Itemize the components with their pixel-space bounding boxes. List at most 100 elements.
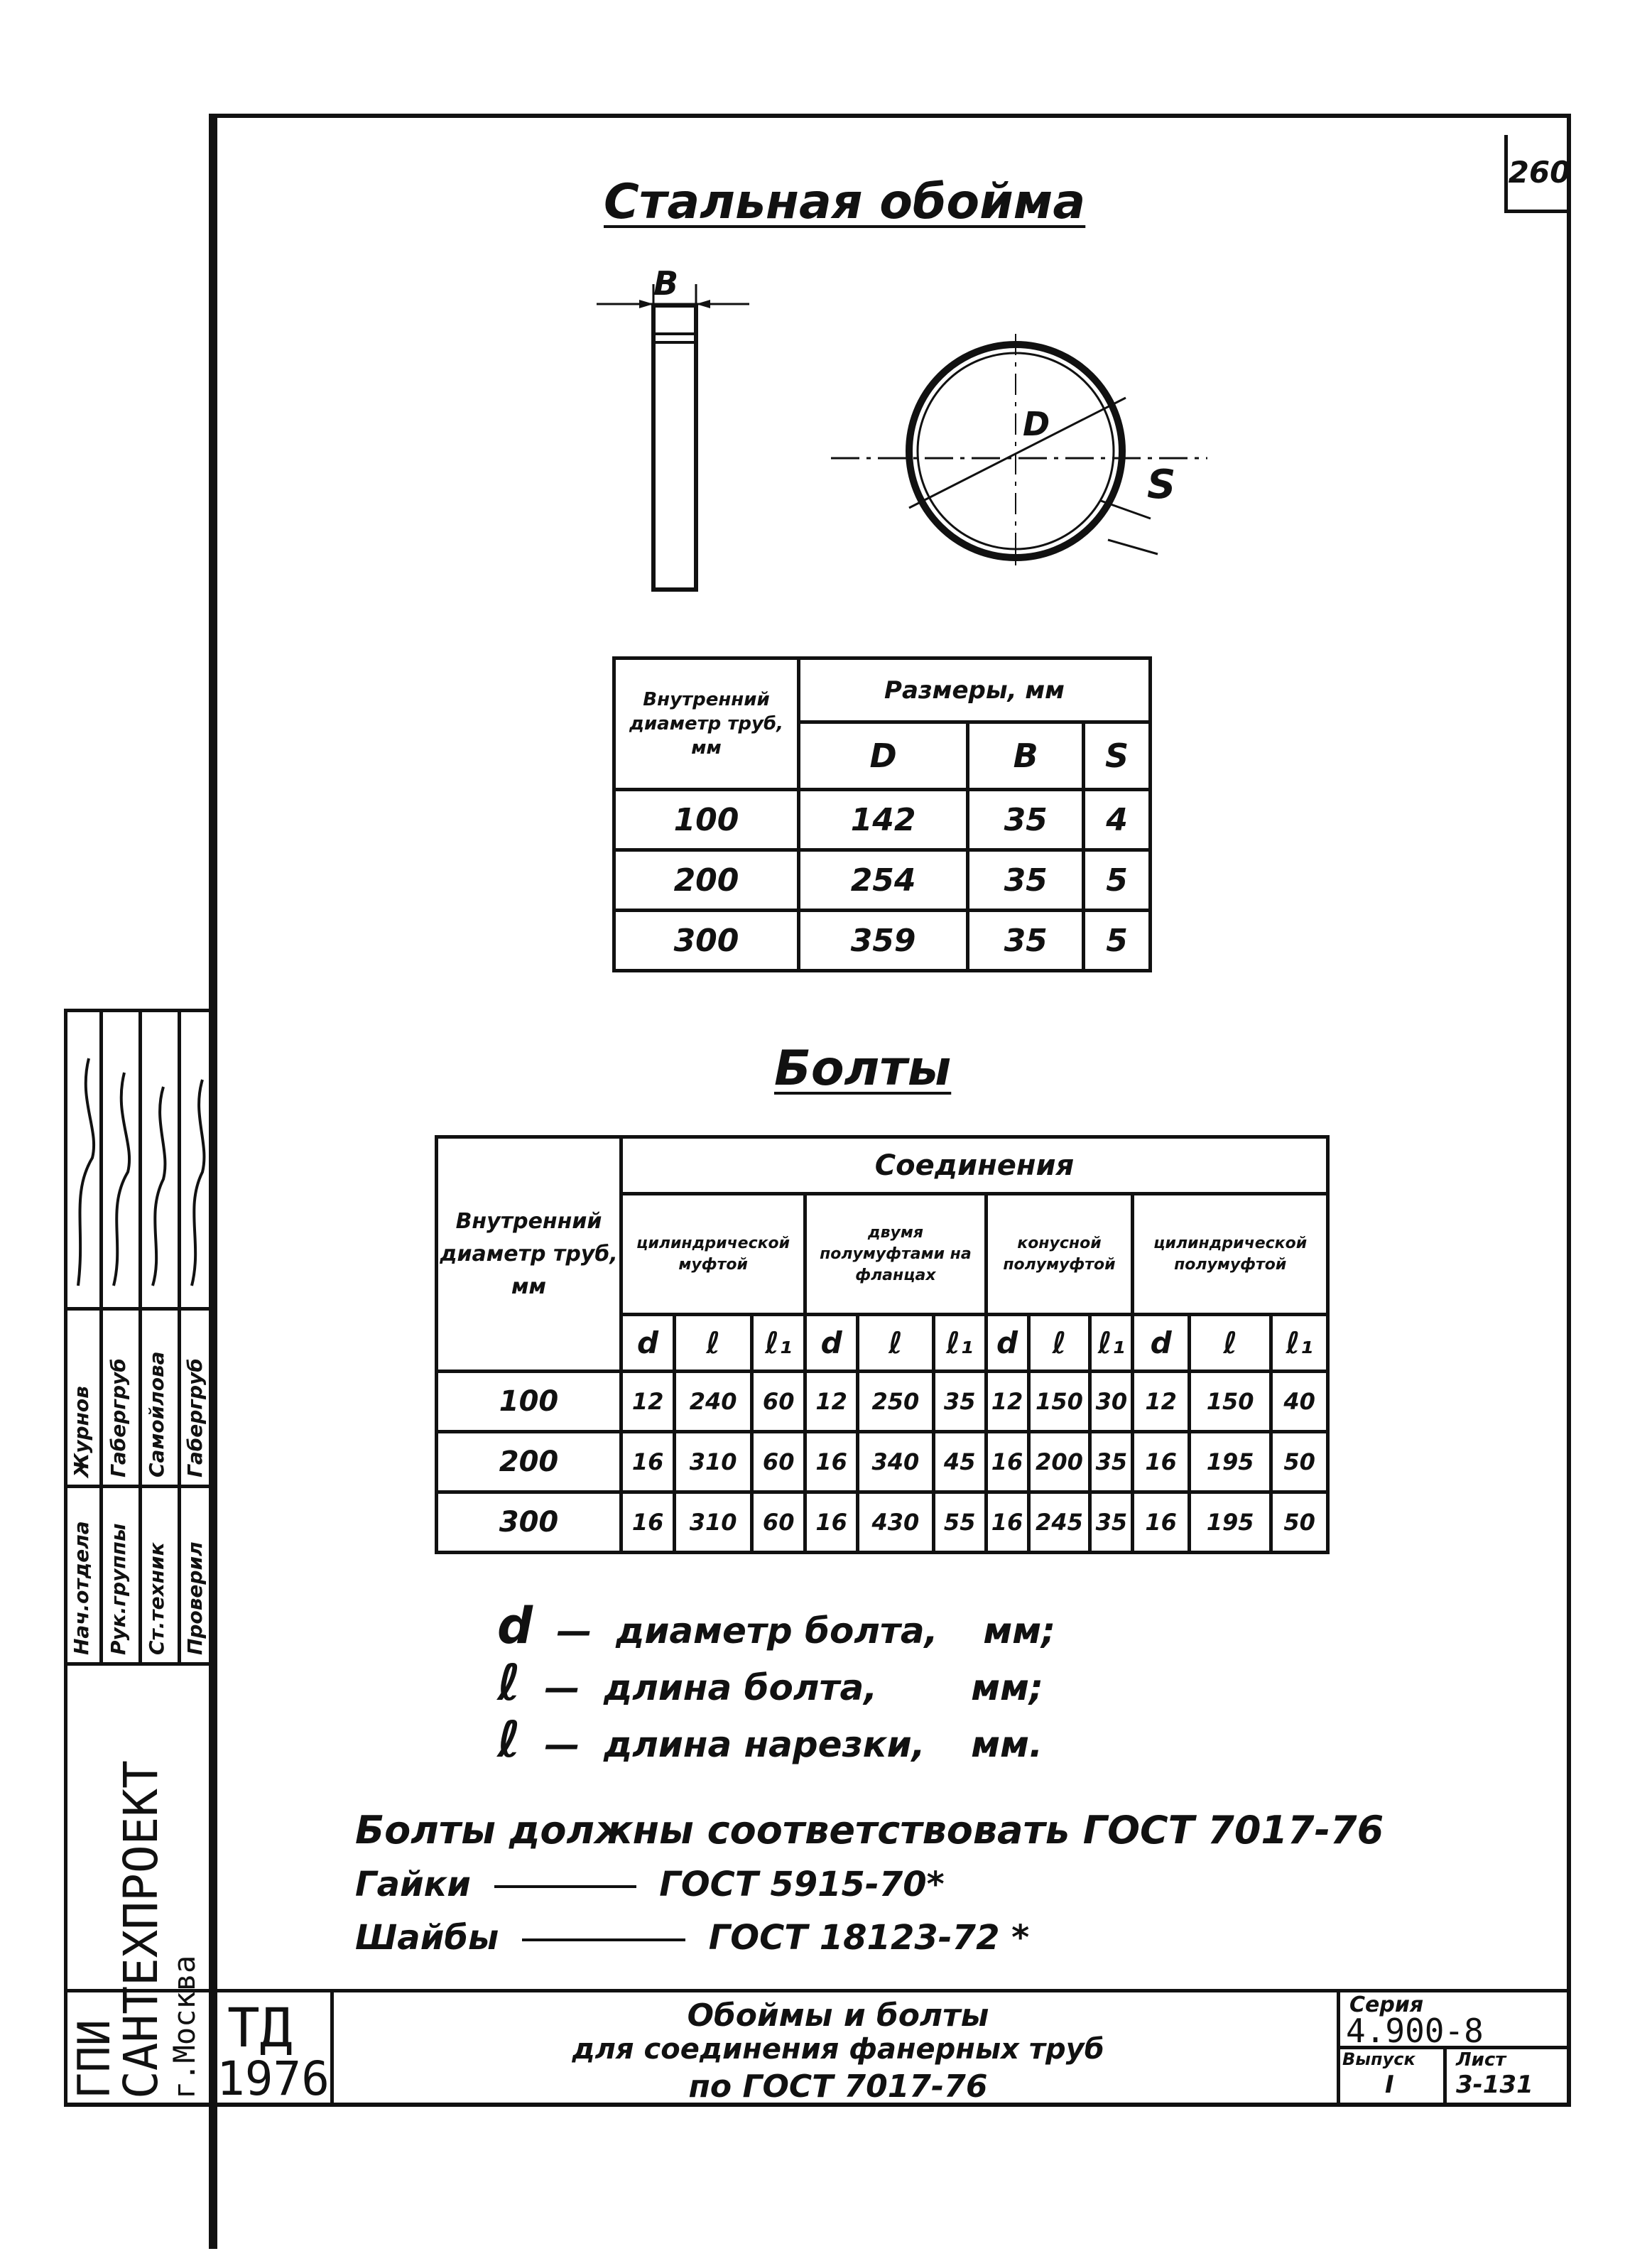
ring-table-header-diameter: Внутренний диаметр труб, мм — [612, 656, 800, 791]
title-block-top-rule — [64, 1989, 1571, 1992]
table-cell: 35 — [931, 1370, 988, 1433]
table-cell: 16 — [619, 1430, 677, 1494]
table-row: 100 142 35 4 — [612, 788, 1152, 852]
table-row: 200 254 35 5 — [612, 848, 1152, 912]
ring-front-view — [831, 334, 1207, 568]
table-cell: 12 — [619, 1370, 677, 1433]
table-cell: 254 — [796, 848, 970, 912]
ring-label-s: S — [1147, 462, 1176, 508]
ring-side-view — [597, 284, 749, 592]
table-cell: 16 — [803, 1430, 859, 1494]
drawing-title-line2: для соединения фанерных труб — [572, 2033, 1104, 2066]
stamp-divider — [64, 1662, 213, 1666]
legend-item: ℓ — длина болта, мм; — [497, 1654, 1043, 1712]
legend-symbol: ℓ — [497, 1654, 521, 1712]
table-cell: 50 — [1269, 1490, 1330, 1554]
org-name-line1: ГПИ — [68, 2019, 120, 2099]
table-cell: 430 — [855, 1490, 935, 1554]
table-cell: 310 — [673, 1430, 754, 1494]
org-name-line2: САНТЕХПРОЕКТ — [114, 1760, 168, 2099]
table-cell: 300 — [435, 1490, 623, 1554]
bolts-group-header: цилиндрической полумуфтой — [1131, 1192, 1330, 1316]
table-cell: 240 — [673, 1370, 754, 1433]
ring-table-subheader: B — [966, 720, 1086, 791]
bolts-subheader: ℓ₁ — [931, 1313, 988, 1373]
bolts-group-header: цилиндрической муфтой — [619, 1192, 808, 1316]
signature-name: Самойлова — [145, 1351, 168, 1477]
legend-dash: — — [544, 1724, 580, 1765]
standards-nuts-label: Гайки — [355, 1865, 471, 1904]
bolts-group-header: конусной полумуфтой — [984, 1192, 1135, 1316]
stamp-divider — [138, 1009, 142, 1662]
series-value: 4.900-8 — [1346, 2012, 1484, 2050]
drawing-title-line3: по ГОСТ 7017-76 — [688, 2068, 988, 2105]
stamp-year: 1976 — [217, 2051, 330, 2106]
table-cell: 30 — [1088, 1370, 1135, 1433]
table-cell: 4 — [1082, 788, 1152, 852]
table-cell: 5 — [1082, 909, 1152, 972]
legend-text: диаметр болта, — [615, 1610, 938, 1652]
bolts-subheader: ℓ₁ — [750, 1313, 808, 1373]
legend-dash: — — [556, 1610, 592, 1652]
sheet-number: 260 — [1504, 135, 1571, 213]
ring-label-b: B — [653, 264, 679, 303]
drawing-title-line1: Обоймы и болты — [687, 1997, 989, 2034]
table-cell: 300 — [612, 909, 800, 972]
title-block-divider — [1337, 2046, 1571, 2049]
legend-unit: мм; — [971, 1667, 1044, 1708]
table-cell: 16 — [619, 1490, 677, 1554]
table-cell: 200 — [435, 1430, 623, 1494]
stamp-divider — [99, 1009, 103, 1662]
bolts-title: Болты — [774, 1041, 952, 1097]
signature-name: Габергруб — [107, 1358, 130, 1477]
legend-symbol: ℓ — [497, 1710, 521, 1769]
table-cell: 55 — [931, 1490, 988, 1554]
stamp-divider — [178, 1009, 181, 1662]
ring-table-header-sizes: Размеры, мм — [797, 656, 1152, 724]
title-block-divider — [1443, 2046, 1447, 2107]
table-cell: 16 — [984, 1490, 1031, 1554]
table-cell: 12 — [1131, 1370, 1191, 1433]
bolts-group-header: двумя полумуфтами на фланцах — [803, 1192, 988, 1316]
table-cell: 35 — [966, 909, 1086, 972]
table-cell: 100 — [612, 788, 800, 852]
table-cell: 35 — [1088, 1430, 1135, 1494]
issue-value: I — [1385, 2071, 1394, 2099]
bolts-table: Внутренний диаметр труб, мм Соединения ц… — [435, 1135, 1330, 1554]
table-cell: 200 — [1026, 1430, 1092, 1494]
ring-drawing — [597, 284, 1207, 592]
bolts-table-header-connections: Соединения — [619, 1135, 1330, 1195]
bolts-subheader: d — [619, 1313, 677, 1373]
table-row: 300 359 35 5 — [612, 909, 1152, 972]
sheet-label: Лист — [1456, 2049, 1506, 2071]
table-row: 300 16 310 60 16 430 55 16 245 35 16 195… — [435, 1490, 1330, 1554]
ring-title: Стальная обойма — [604, 174, 1086, 230]
table-cell: 40 — [1269, 1370, 1330, 1433]
frame-bottom-border — [64, 2103, 1571, 2107]
ring-label-d: D — [1023, 405, 1050, 443]
table-cell: 195 — [1187, 1490, 1273, 1554]
standards-line-washers: Шайбы ГОСТ 18123-72 * — [355, 1918, 1029, 1958]
standards-nuts-value: ГОСТ 5915-70* — [659, 1865, 945, 1904]
table-cell: 60 — [750, 1490, 808, 1554]
org-name-line3: г.Москва — [167, 1955, 202, 2099]
bolts-subheader: d — [1131, 1313, 1191, 1373]
table-cell: 250 — [855, 1370, 935, 1433]
table-cell: 60 — [750, 1370, 808, 1433]
table-cell: 100 — [435, 1370, 623, 1433]
table-cell: 150 — [1026, 1370, 1092, 1433]
table-row: 100 12 240 60 12 250 35 12 150 30 12 150… — [435, 1370, 1330, 1433]
bolts-subheader: ℓ — [1026, 1313, 1092, 1373]
table-cell: 142 — [796, 788, 970, 852]
ring-table: Внутренний диаметр труб, мм Размеры, мм … — [612, 656, 1152, 972]
bolts-subheader: ℓ — [1187, 1313, 1273, 1373]
legend-unit: мм; — [983, 1610, 1056, 1652]
stamp-td: ТД — [227, 1996, 293, 2059]
frame-left-border — [209, 114, 217, 2249]
ring-table-subheader: D — [796, 720, 970, 791]
table-cell: 340 — [855, 1430, 935, 1494]
signature-name: Габергруб — [183, 1358, 207, 1477]
legend-item: ℓ — длина нарезки, мм. — [497, 1710, 1043, 1769]
table-cell: 150 — [1187, 1370, 1273, 1433]
table-cell: 35 — [966, 788, 1086, 852]
